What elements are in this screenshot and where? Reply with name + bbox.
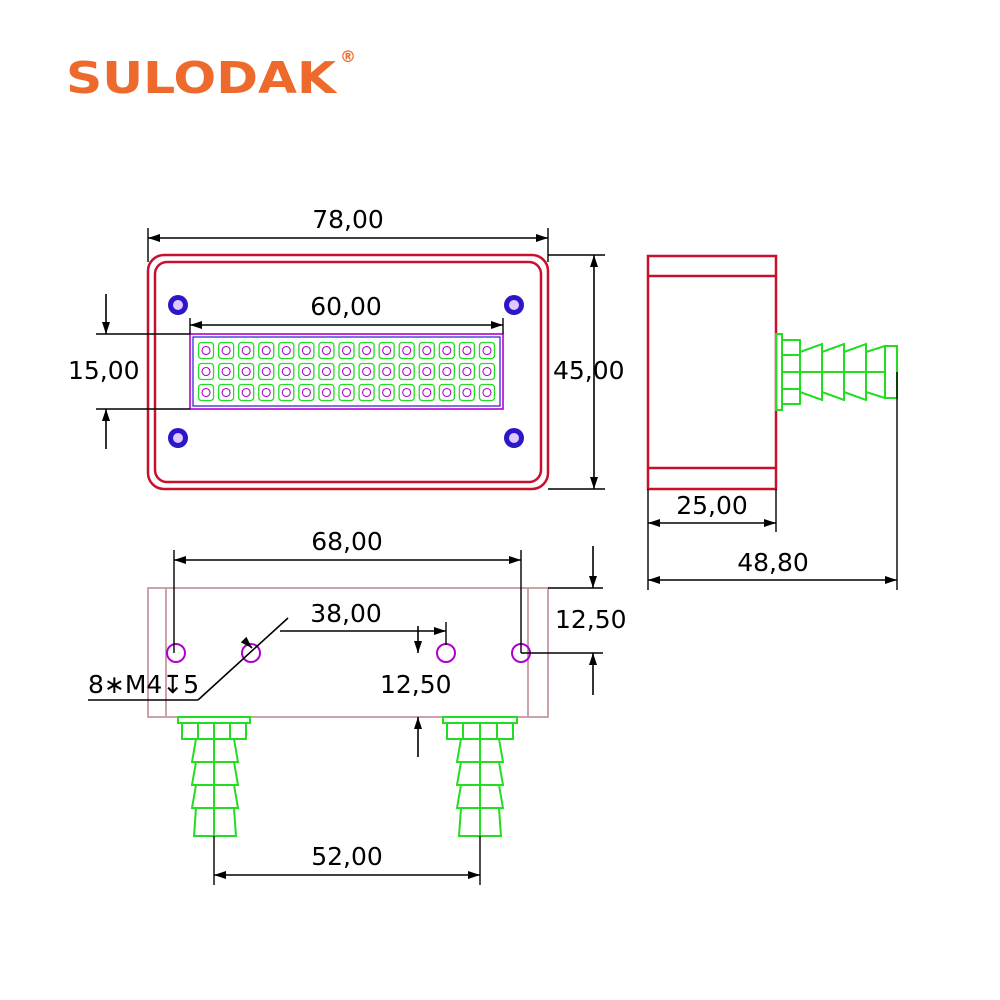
led-chip xyxy=(318,341,335,360)
mount-screw-tl xyxy=(168,295,188,315)
led-chip xyxy=(458,383,476,402)
dim-label-top-offset: 12,50 xyxy=(555,605,627,634)
led-chip xyxy=(478,383,496,402)
led-chip xyxy=(478,362,496,381)
registered-mark: ® xyxy=(340,47,356,66)
dimension-fitting-spacing: 52,00 xyxy=(213,836,481,885)
led-array xyxy=(197,341,496,402)
led-chip xyxy=(197,362,215,381)
led-chip xyxy=(258,383,275,402)
led-chip xyxy=(338,341,355,360)
dim-label-overall-height: 45,00 xyxy=(553,356,625,385)
led-chip xyxy=(438,341,455,360)
dimension-top-offset: 12,50 xyxy=(521,546,627,695)
led-chip xyxy=(278,383,295,402)
dim-label-led-height: 15,00 xyxy=(68,356,140,385)
side-view xyxy=(646,254,898,491)
dimension-led-height: 15,00 xyxy=(68,294,190,449)
led-chip xyxy=(338,383,355,402)
led-chip xyxy=(238,383,255,402)
dimension-hole-spacing-outer: 68,00 xyxy=(173,527,522,653)
led-chip xyxy=(458,341,476,360)
dim-label-side-depth: 25,00 xyxy=(676,491,748,520)
led-chip xyxy=(418,341,435,360)
dimension-overall-height: 45,00 xyxy=(548,254,625,490)
mount-screw-bl xyxy=(168,428,188,448)
led-chip xyxy=(358,383,375,402)
led-chip xyxy=(298,383,315,402)
dimension-hole-spacing-inner: 38,00 xyxy=(280,599,447,645)
led-chip xyxy=(458,362,476,381)
front-view xyxy=(146,253,550,491)
mount-screw-br xyxy=(504,428,524,448)
led-chip xyxy=(298,362,315,381)
bottom-hose-fitting-left xyxy=(177,716,251,837)
led-chip xyxy=(378,362,395,381)
thread-hole-3 xyxy=(436,643,456,663)
led-chip xyxy=(418,362,435,381)
led-chip xyxy=(398,341,415,360)
dim-label-led-width: 60,00 xyxy=(310,292,382,321)
dimension-side-total: 48,80 xyxy=(647,372,898,590)
led-chip xyxy=(418,383,435,402)
dimension-side-depth: 25,00 xyxy=(647,489,777,532)
dim-label-fitting-spacing: 52,00 xyxy=(311,842,383,871)
led-chip xyxy=(278,341,295,360)
dim-label-inner-offset: 12,50 xyxy=(380,670,452,699)
brand-logo: SULODAK xyxy=(66,53,338,104)
led-chip xyxy=(398,383,415,402)
led-chip xyxy=(217,362,235,381)
dim-label-hole-spacing-inner: 38,00 xyxy=(310,599,382,628)
thread-callout-label: 8∗M4↧5 xyxy=(88,670,199,699)
led-chip xyxy=(197,383,215,402)
thread-hole-1 xyxy=(166,643,186,663)
led-chip xyxy=(438,383,455,402)
dimension-inner-offset: 12,50 xyxy=(380,626,452,757)
led-chip xyxy=(398,362,415,381)
led-chip xyxy=(258,341,275,360)
dim-label-overall-width: 78,00 xyxy=(312,205,384,234)
led-chip xyxy=(197,341,215,360)
led-chip xyxy=(238,362,255,381)
dimension-overall-width: 78,00 xyxy=(147,205,549,262)
side-hose-fitting xyxy=(775,333,898,411)
led-chip xyxy=(358,362,375,381)
dimension-led-width: 60,00 xyxy=(189,292,504,334)
led-chip xyxy=(438,362,455,381)
led-chip xyxy=(378,383,395,402)
led-chip xyxy=(358,341,375,360)
mount-screw-tr xyxy=(504,295,524,315)
dim-label-side-total: 48,80 xyxy=(737,548,809,577)
led-chip xyxy=(478,341,496,360)
bottom-hose-fitting-right xyxy=(442,716,518,837)
led-window xyxy=(189,333,504,410)
led-chip xyxy=(378,341,395,360)
led-chip xyxy=(318,383,335,402)
led-chip xyxy=(238,341,255,360)
led-chip xyxy=(258,362,275,381)
led-chip xyxy=(298,341,315,360)
led-chip xyxy=(278,362,295,381)
thread-callout: 8∗M4↧5 xyxy=(88,617,289,701)
led-chip xyxy=(338,362,355,381)
led-chip xyxy=(217,341,235,360)
led-chip xyxy=(217,383,235,402)
dim-label-hole-spacing-outer: 68,00 xyxy=(311,527,383,556)
led-chip xyxy=(318,362,335,381)
